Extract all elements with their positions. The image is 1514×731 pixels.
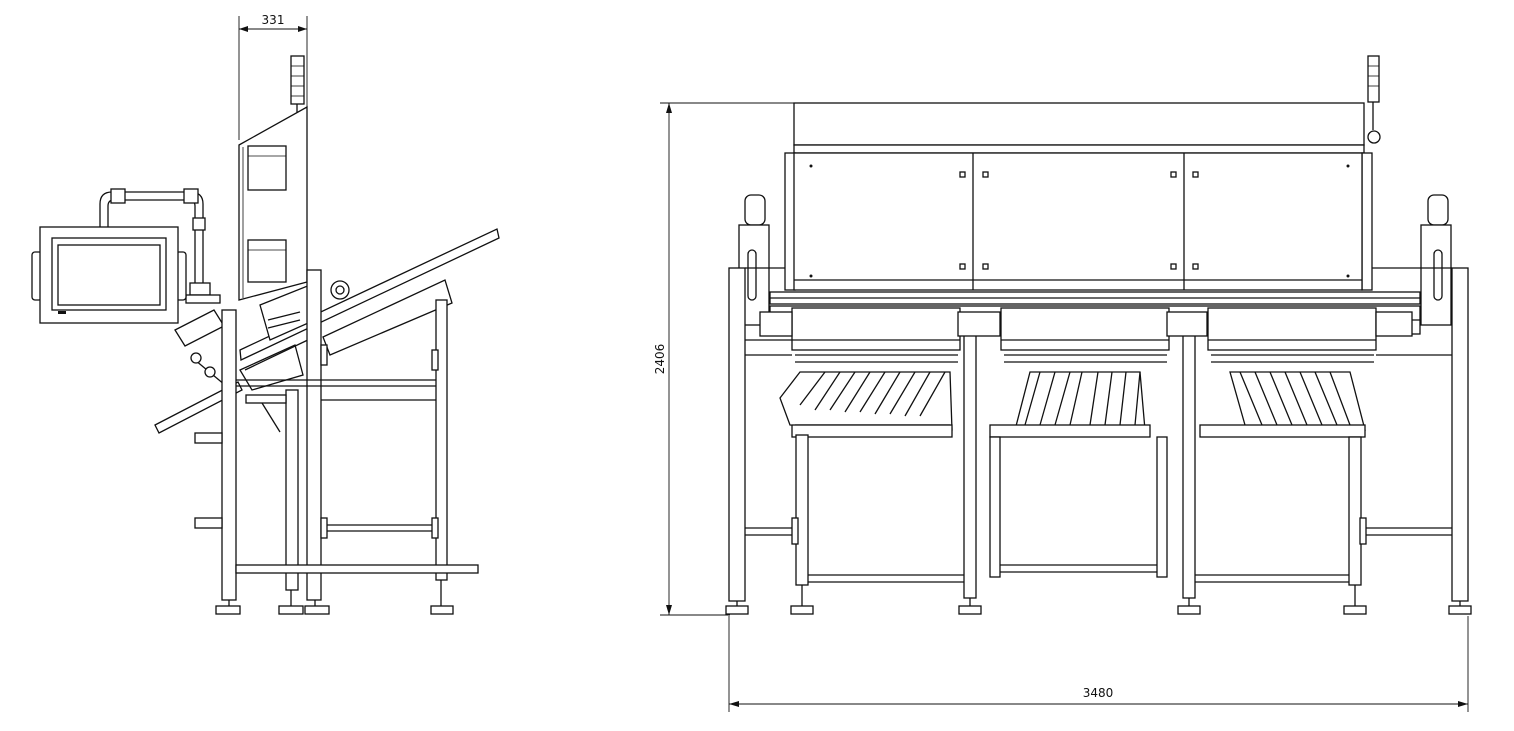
side-view: 331 <box>31 13 500 615</box>
dimension-front-height-label: 2406 <box>653 344 667 375</box>
front-view: 2406 3480 <box>653 55 1472 712</box>
dimension-front-height: 2406 <box>653 102 795 616</box>
side-frame <box>194 269 479 601</box>
front-feet <box>725 585 1472 615</box>
front-frame <box>728 267 1469 602</box>
front-cabinet <box>784 102 1373 291</box>
sorter-module-1 <box>779 307 961 438</box>
dimension-side-depth-label: 331 <box>262 13 285 27</box>
dimension-front-width-label: 3480 <box>1083 686 1114 700</box>
dimension-front-width: 3480 <box>728 616 1469 712</box>
side-conveyor <box>154 228 500 434</box>
hmi-screen <box>31 226 187 324</box>
control-cabinet <box>238 105 308 301</box>
dimension-side-depth: 331 <box>238 13 308 140</box>
sorter-module-2 <box>989 307 1170 438</box>
sorter-module-3 <box>1199 307 1377 438</box>
front-signal-tower <box>1367 55 1381 144</box>
side-feet <box>215 580 454 615</box>
